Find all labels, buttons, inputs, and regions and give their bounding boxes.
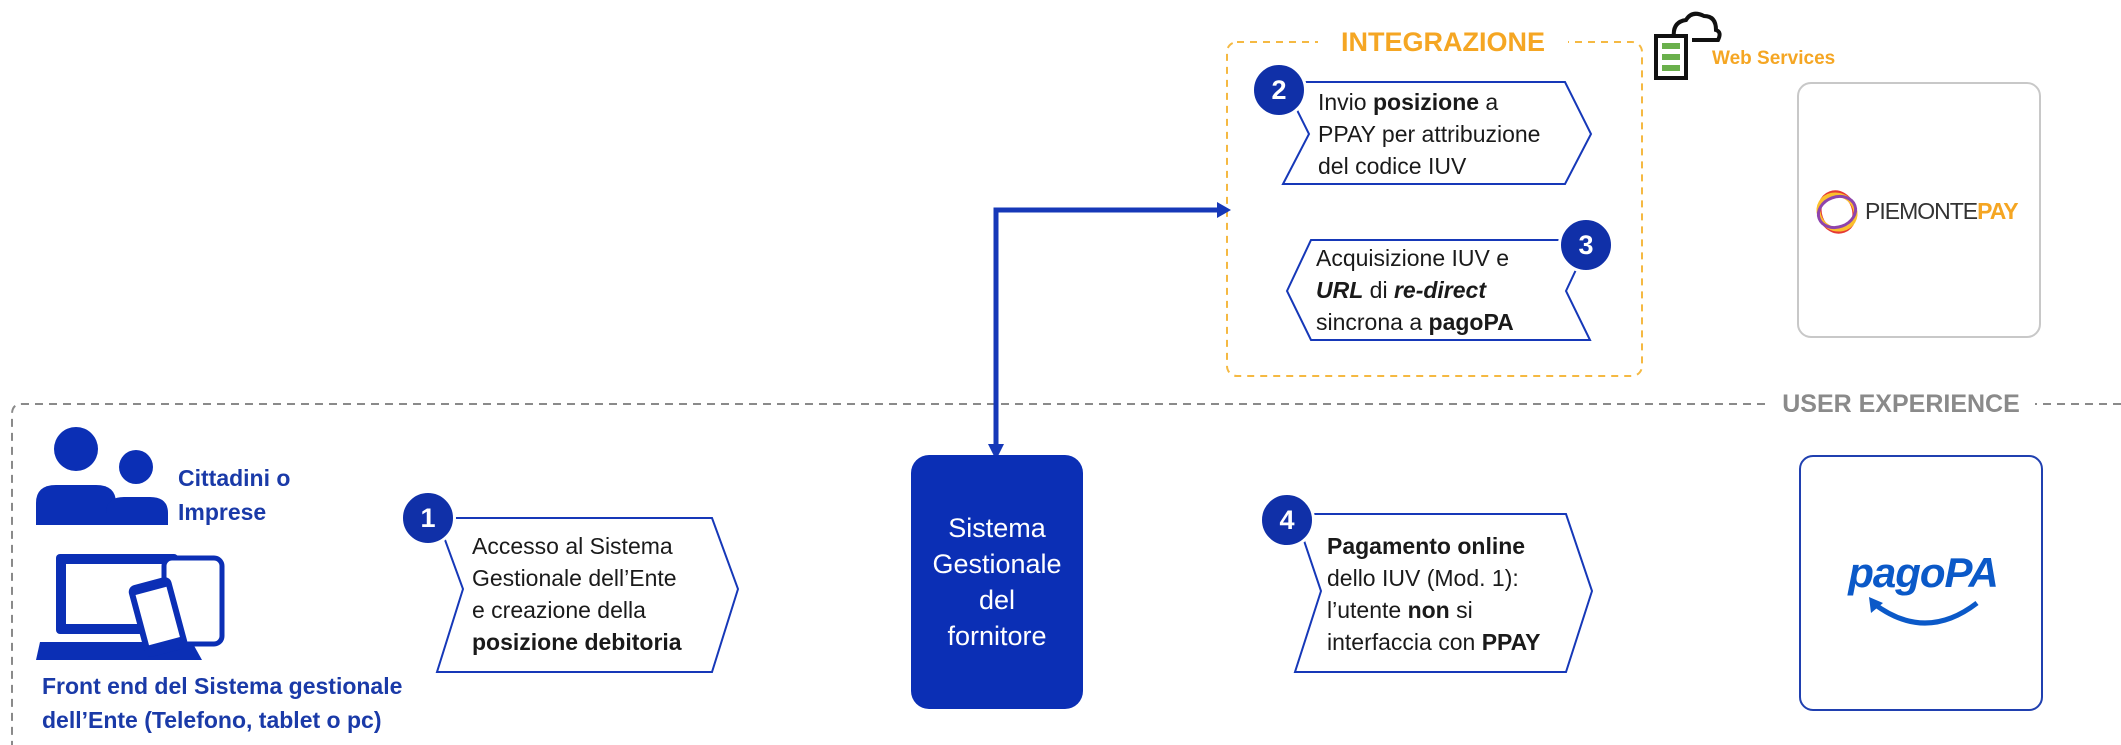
step2-line-2: PPAY per attribuzione [1318, 121, 1541, 147]
step2-text-b: posizione [1372, 89, 1480, 115]
step4-text-utente: l’utente [1327, 597, 1408, 623]
user-experience-title-wrap: USER EXPERIENCE [1770, 386, 2032, 422]
step2-text: Invio posizione a PPAY per attribuzione … [1318, 86, 1540, 182]
system-connector-line [993, 207, 1220, 455]
step1-shape [435, 517, 740, 673]
pagopa-arc-icon [1869, 597, 1979, 626]
system-line-2: Gestionale [932, 549, 1062, 579]
step1-line-2: Gestionale dell’Ente [472, 565, 677, 591]
step3-text-sincrona: sincrona a [1316, 309, 1429, 335]
step3-text-url: URL [1316, 277, 1364, 303]
piemontepay-wordmark: PIEMONTEPAY [1865, 198, 2019, 225]
step2-text-c: a [1479, 89, 1499, 115]
connector-arrow-right [1217, 202, 1231, 218]
step2-shape [1281, 81, 1593, 185]
system-line-1: Sistema [948, 513, 1046, 543]
step3-text-redirect: re-direct [1393, 277, 1487, 303]
step3-line-1: Acquisizione IUV e [1316, 245, 1510, 271]
system-line-4: fornitore [947, 621, 1047, 651]
frontend-label-1: Front end del Sistema gestionale [42, 673, 403, 699]
frontend-label-2: dell’Ente (Telefono, tablet o pc) [42, 707, 382, 733]
sistema-gestionale-box: Sistema Gestionale del fornitore [911, 455, 1083, 709]
system-line-3: del [978, 585, 1016, 615]
step3-text-pagopa: pagoPA [1428, 309, 1514, 335]
integrazione-title: INTEGRAZIONE [1340, 27, 1545, 57]
actor-label-1: Cittadini o [178, 465, 291, 491]
actor-label-2: Imprese [178, 499, 267, 525]
step4-text-non: non [1407, 597, 1450, 623]
server-cloud-icon [1652, 8, 1722, 80]
step1-line-4: posizione debitoria [472, 629, 682, 655]
step1-text: Accesso al Sistema Gestionale dell’Ente … [472, 530, 682, 658]
step4-shape [1293, 513, 1594, 673]
step4-text: Pagamento online dello IUV (Mod. 1): l’u… [1327, 530, 1541, 658]
citizens-icon [36, 427, 168, 525]
web-services-label: Web Services [1712, 48, 1836, 69]
step2-badge: 2 [1251, 62, 1307, 118]
step1-line-3: e creazione della [472, 597, 646, 623]
step4-text-interfaccia: interfaccia con [1327, 629, 1482, 655]
step3-text-di: di [1363, 277, 1394, 303]
step2-line-3: del codice IUV [1318, 153, 1467, 179]
step2-text-a: Invio [1318, 89, 1373, 115]
step4-text-ppay: PPAY [1481, 629, 1541, 655]
piemontepay-text-a: PIEMONTE [1865, 198, 1978, 224]
step4-text-si: si [1449, 597, 1473, 623]
step3-text: Acquisizione IUV e URL di re-direct sinc… [1316, 242, 1514, 338]
pagopa-logo-card: pagoPA [1799, 455, 2043, 711]
connector-arrow-down [988, 444, 1004, 460]
devices-icon [36, 554, 225, 660]
pagopa-wordmark: pagoPA [1848, 549, 1999, 596]
piemontepay-text-b: PAY [1977, 198, 2018, 224]
step1-badge: 1 [400, 490, 456, 546]
step4-line-2: dello IUV (Mod. 1): [1327, 565, 1519, 591]
step4-badge: 4 [1259, 492, 1315, 548]
user-experience-title: USER EXPERIENCE [1782, 390, 2020, 418]
step4-line-1: Pagamento online [1327, 533, 1526, 559]
step3-badge: 3 [1558, 217, 1614, 273]
integrazione-title-wrap: INTEGRAZIONE [1318, 22, 1568, 62]
step1-line-1: Accesso al Sistema [472, 533, 673, 559]
user-experience-frame [11, 403, 2121, 745]
piemontepay-ring-icon [1816, 190, 1858, 234]
piemontepay-logo-card: PIEMONTEPAY [1797, 82, 2041, 338]
